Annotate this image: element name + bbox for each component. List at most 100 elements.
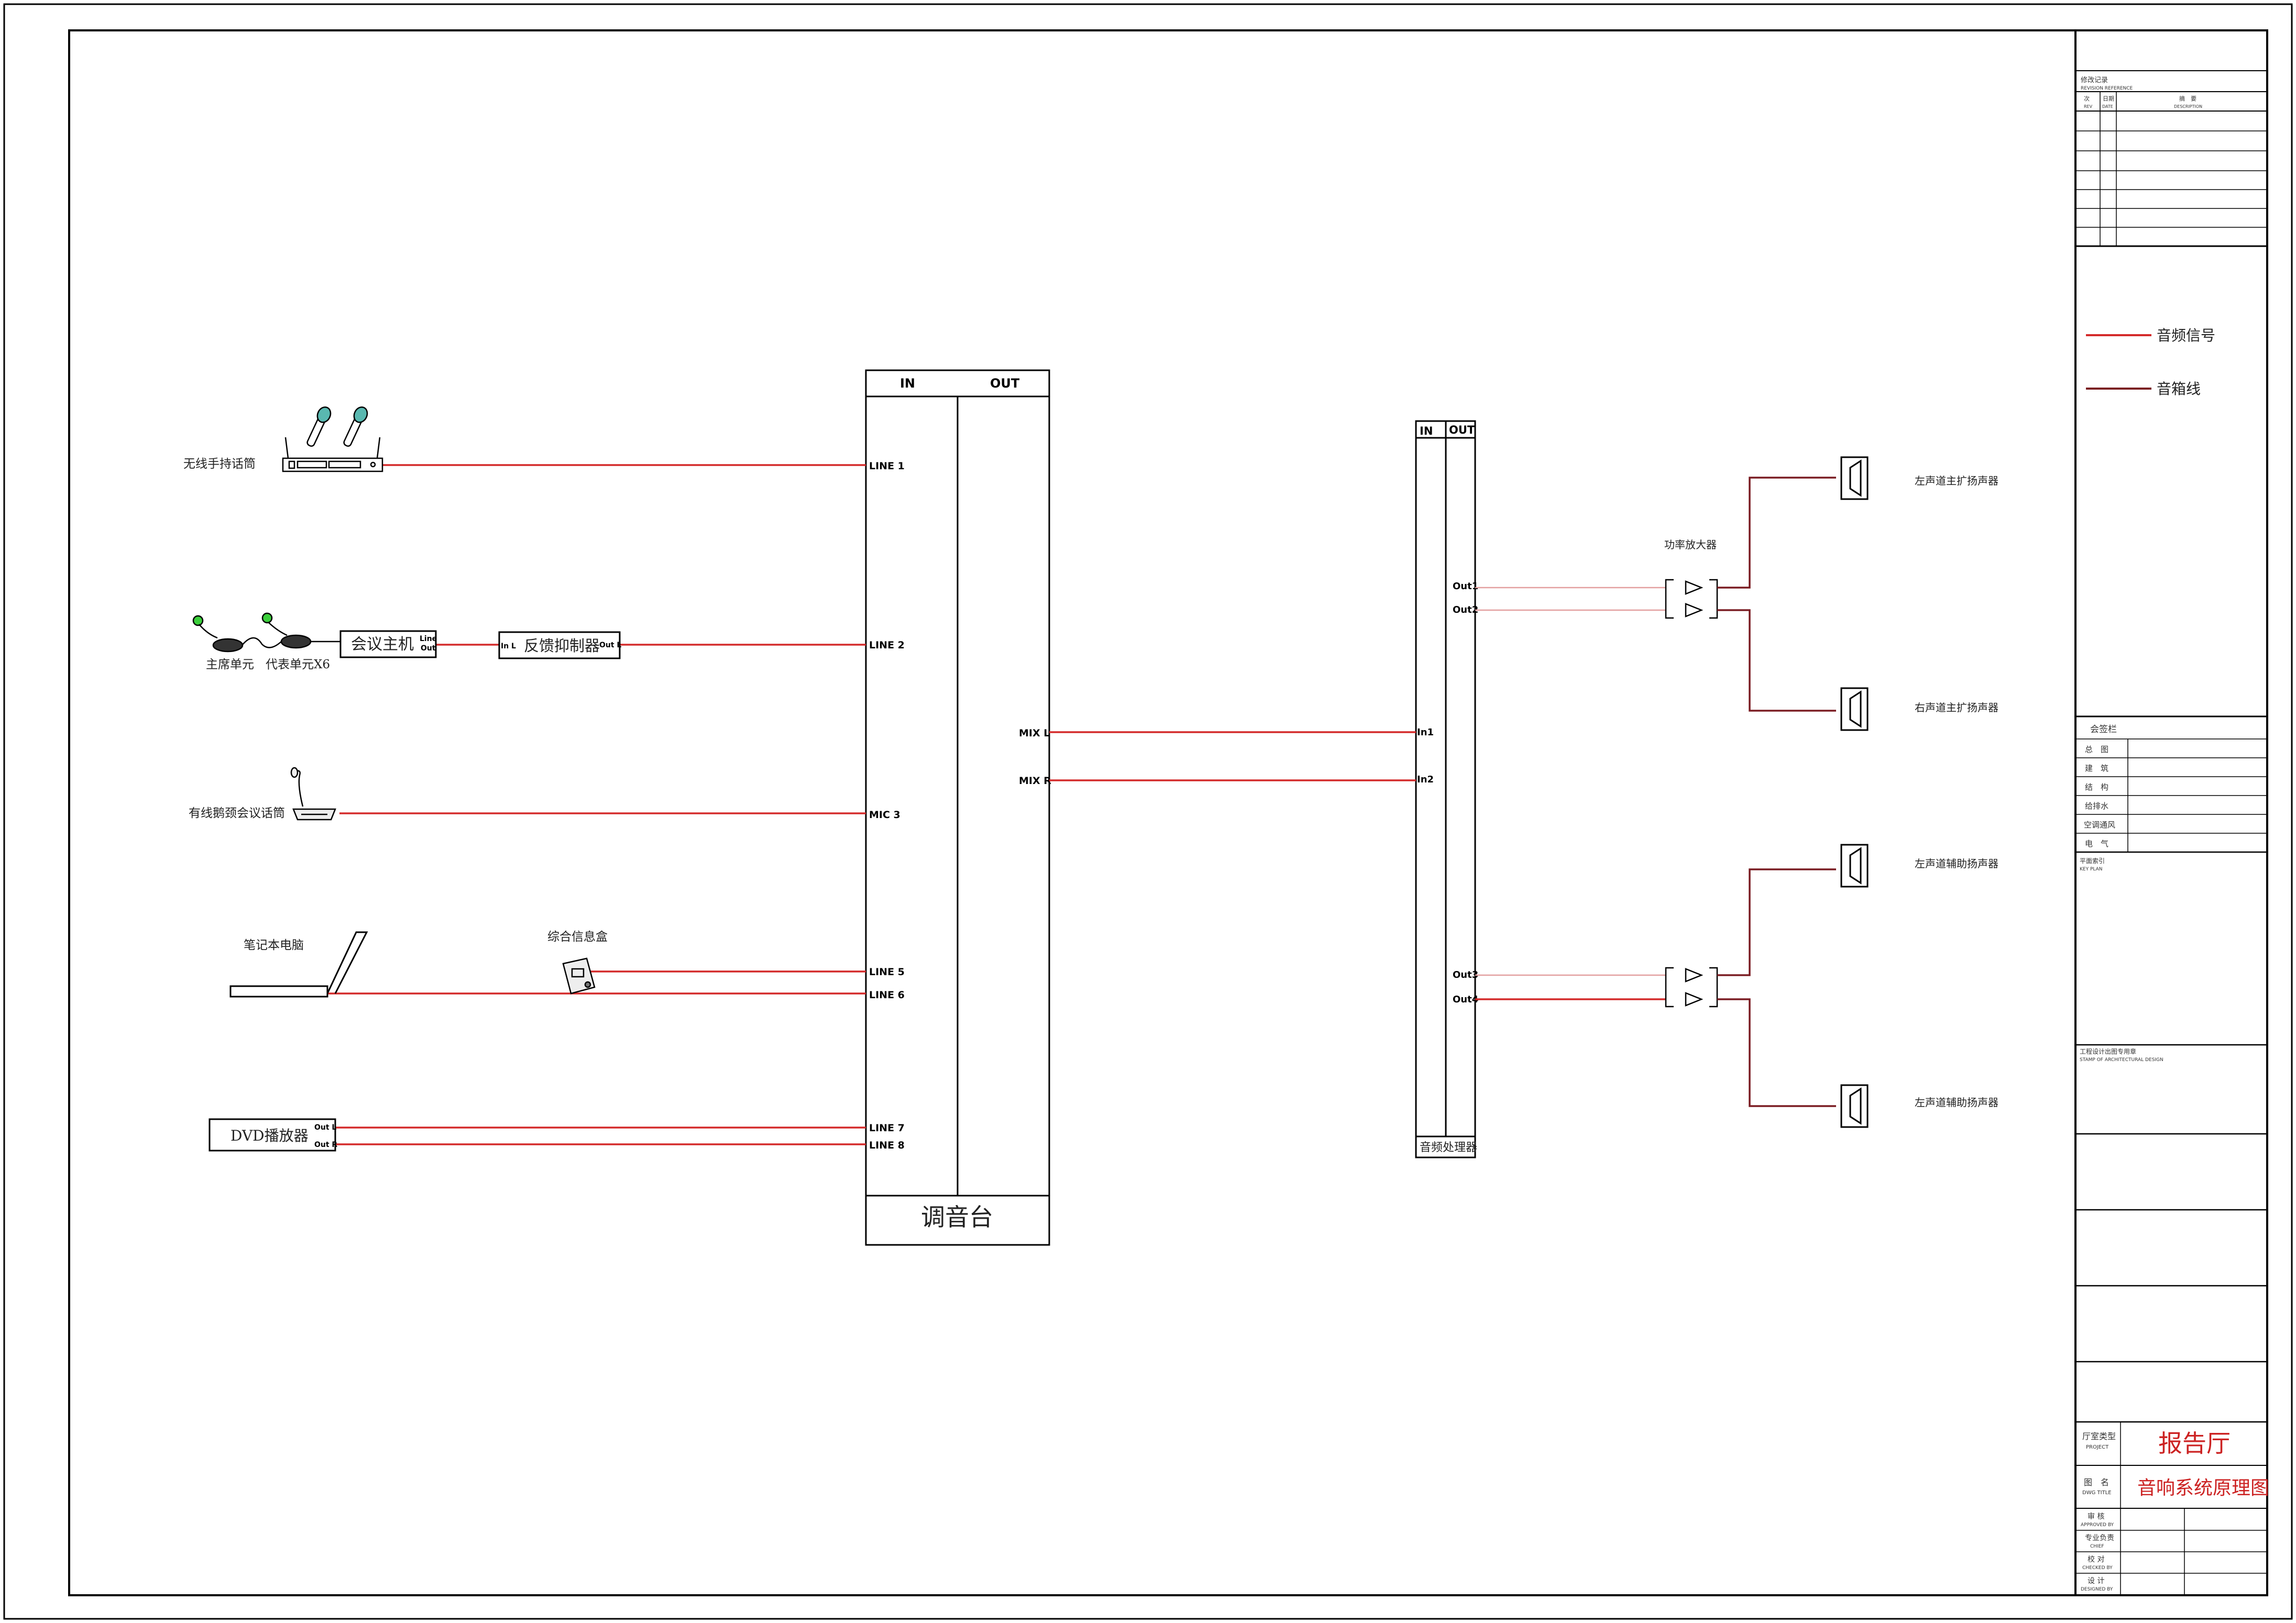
wireless-mic-label: 无线手持话筒: [183, 457, 256, 471]
gooseneck-mic-label: 有线鹅颈会议话筒: [189, 807, 285, 820]
processor-port-in2: In2: [1417, 774, 1434, 785]
speaker-icon: [1840, 456, 1869, 500]
inner-frame: [68, 29, 2268, 1596]
mixer-block: [865, 369, 1050, 1246]
stamp-label-en: STAMP OF ARCHITECTURAL DESIGN: [2080, 1057, 2163, 1063]
mixer-port-line5: LINE 5: [869, 966, 905, 978]
discipline-1: 总 图: [2085, 745, 2108, 754]
feedback-suppressor-out: Out L: [599, 641, 621, 649]
project-label-en: PROJECT: [2086, 1444, 2109, 1450]
conference-host-out: Out: [421, 644, 436, 653]
key-plan-label: 平面索引: [2080, 857, 2105, 865]
chairman-unit-icon: [192, 615, 244, 653]
drawing-label-en: DWG TITLE: [2082, 1490, 2112, 1496]
mixer-port-line7: LINE 7: [869, 1122, 905, 1134]
speaker-label-4: 左声道辅助扬声器: [1915, 1096, 1998, 1109]
speaker-label-1: 左声道主扩扬声器: [1915, 474, 1998, 487]
mixer-name: 调音台: [921, 1203, 993, 1231]
laptop-icon: [229, 931, 368, 998]
feedback-suppressor-in: In L: [501, 642, 516, 650]
rev-col-3-en: DESCRIPTION: [2174, 104, 2202, 109]
discipline-3: 结 构: [2085, 782, 2108, 792]
dvd-out-l: Out L: [314, 1123, 336, 1132]
light-signal-lines: [1475, 587, 1666, 976]
mixer-in-header: IN: [900, 376, 915, 391]
processor-port-out2: Out2: [1453, 604, 1478, 615]
feedback-suppressor-box: [498, 631, 621, 659]
role-chief: 专业负责: [2085, 1534, 2114, 1542]
gooseneck-mic-icon: [290, 767, 336, 821]
drawing-title: 音响系统原理图: [2137, 1477, 2269, 1499]
countersign-title: 会签栏: [2090, 724, 2117, 735]
processor-in-header: IN: [1420, 425, 1433, 437]
stamp-label: 工程设计出图专用章: [2080, 1047, 2136, 1055]
discipline-4: 给排水: [2085, 801, 2108, 811]
rev-col-1-en: REV: [2084, 104, 2093, 109]
mixer-port-mixr: MIX R: [1019, 775, 1051, 787]
processor-port-out3: Out3: [1453, 969, 1478, 980]
mixer-port-line6: LINE 6: [869, 989, 905, 1001]
wireless-mic-icon: [282, 406, 383, 472]
conference-host-line: Line: [420, 635, 437, 643]
laptop-label: 笔记本电脑: [244, 939, 304, 952]
dvd-label: DVD播放器: [230, 1127, 309, 1144]
speaker-label-2: 右声道主扩扬声器: [1915, 701, 1998, 714]
speaker-label-3: 左声道辅助扬声器: [1915, 857, 1998, 870]
drawing-label: 图 名: [2084, 1477, 2109, 1487]
discipline-2: 建 筑: [2085, 764, 2108, 773]
dvd-box: [208, 1118, 336, 1152]
mixer-port-line1: LINE 1: [869, 460, 905, 472]
key-plan-label-en: KEY PLAN: [2080, 867, 2102, 872]
mixer-port-line8: LINE 8: [869, 1140, 905, 1151]
chairman-unit-label: 主席单元: [206, 658, 254, 671]
rev-col-2-en: DATE: [2102, 104, 2113, 109]
info-box-label: 综合信息盒: [547, 930, 608, 944]
speaker-icon: [1840, 1084, 1869, 1128]
conference-host-box: [339, 630, 437, 658]
audio-signal-lines: [327, 464, 1666, 1145]
speaker-icon: [1840, 687, 1869, 731]
legend-speaker-label: 音箱线: [2157, 380, 2201, 398]
amplifier-label: 功率放大器: [1664, 538, 1717, 551]
speaker-icon: [1840, 844, 1869, 888]
processor-port-out4: Out4: [1453, 994, 1478, 1005]
mixer-port-mixl: MIX L: [1019, 727, 1050, 739]
mixer-out-header: OUT: [990, 376, 1020, 391]
revision-title: 修改记录: [2081, 76, 2108, 84]
processor-out-header: OUT: [1449, 424, 1475, 436]
processor-block: [1415, 420, 1476, 1158]
feedback-suppressor-label: 反馈抑制器: [524, 637, 600, 655]
discipline-6: 电 气: [2085, 839, 2108, 848]
project-name: 报告厅: [2158, 1429, 2231, 1458]
role-approved: 审 核: [2088, 1512, 2104, 1521]
conference-host-label: 会议主机: [351, 635, 414, 654]
legend-audio-label: 音频信号: [2157, 327, 2215, 344]
mixer-port-mic3: MIC 3: [869, 809, 900, 821]
delegate-unit-label: 代表单元X6: [266, 658, 330, 671]
role-checked: 校 对: [2088, 1555, 2104, 1564]
speaker-lines: [1717, 477, 1836, 1107]
dvd-out-r: Out R: [314, 1141, 337, 1149]
processor-port-out1: Out1: [1453, 581, 1478, 592]
delegate-unit-icon: [241, 612, 340, 649]
title-block: [2074, 30, 2267, 1595]
project-label: 厅室类型: [2082, 1431, 2116, 1441]
info-box-icon: [562, 957, 596, 995]
role-chief-en: CHIEF: [2090, 1544, 2104, 1549]
role-checked-en: CHECKED BY: [2082, 1565, 2113, 1571]
rev-col-2: 日期: [2103, 95, 2114, 102]
role-designed-en: DESIGNED BY: [2081, 1587, 2113, 1592]
mixer-port-line2: LINE 2: [869, 639, 905, 651]
rev-col-1: 次: [2084, 95, 2090, 102]
role-approved-en: APPROVED BY: [2081, 1522, 2114, 1528]
role-designed: 设 计: [2088, 1577, 2104, 1585]
outer-border: [3, 3, 2293, 1620]
amplifier-upper: [1665, 579, 1718, 619]
rev-col-3: 摘 要: [2179, 95, 2196, 102]
revision-title-en: REVISION REFERENCE: [2081, 86, 2133, 91]
amplifier-lower: [1665, 967, 1718, 1008]
processor-name: 音频处理器: [1420, 1141, 1477, 1154]
processor-port-in1: In1: [1417, 727, 1434, 738]
discipline-5: 空调通风: [2084, 820, 2115, 830]
